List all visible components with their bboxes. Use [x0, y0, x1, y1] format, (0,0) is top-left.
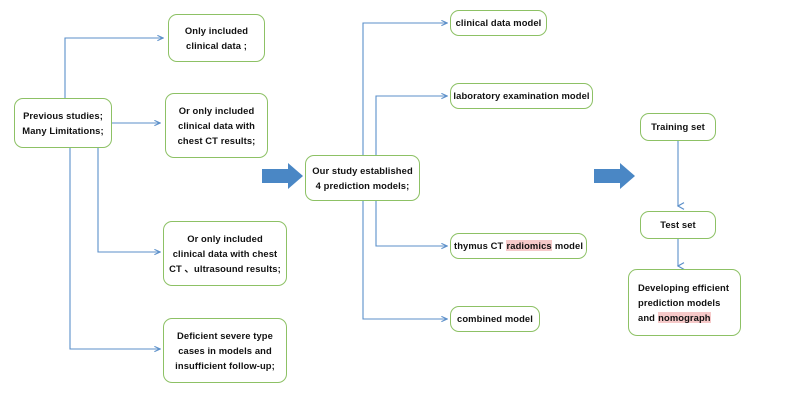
- node-line: Or only included: [178, 104, 255, 116]
- node-line: prediction models: [638, 296, 721, 308]
- node-limitation-4: Deficient severe type cases in models an…: [163, 318, 287, 383]
- wire-prev-to-limitation-4: [69, 148, 160, 349]
- block-arrow-to-study: [262, 163, 303, 189]
- wire-study-to-model-3: [375, 198, 447, 246]
- node-model-thymus-ct-radiomics: thymus CT radiomics model: [450, 233, 587, 259]
- wire-prev-to-limitation-3: [97, 148, 160, 252]
- node-line: laboratory examination model: [453, 90, 590, 102]
- node-line: and nomograph: [638, 310, 712, 325]
- node-test-set: Test set: [640, 211, 716, 239]
- node-line: chest CT results;: [177, 135, 256, 147]
- node-line: clinical data with chest: [172, 247, 278, 259]
- model-3-suffix: model: [552, 240, 584, 252]
- node-line: Many Limitations;: [22, 125, 104, 136]
- node-line: combined model: [457, 313, 533, 325]
- node-our-study: Our study established 4 prediction model…: [305, 155, 420, 201]
- wire-prev-to-limitation-1: [64, 38, 163, 98]
- node-limitation-3: Or only included clinical data with ches…: [163, 221, 287, 286]
- node-line: insufficient follow-up;: [175, 360, 275, 372]
- node-line: Our study established: [312, 164, 413, 176]
- outcome-line3-highlight: nomograph: [657, 312, 712, 324]
- node-model-clinical-data: clinical data model: [450, 10, 547, 36]
- model-3-prefix: thymus CT: [453, 240, 507, 252]
- node-outcome: Developing efficient prediction models a…: [628, 269, 741, 336]
- node-limitation-2: Or only included clinical data with ches…: [165, 93, 268, 158]
- node-training-set: Training set: [640, 113, 716, 141]
- node-line: Previous studies;: [23, 109, 103, 121]
- node-line: cases in models and: [178, 344, 272, 356]
- node-line: Deficient severe type: [177, 329, 273, 341]
- node-line: Developing efficient: [638, 281, 730, 293]
- node-model-laboratory-examination: laboratory examination model: [450, 83, 593, 109]
- node-line: clinical data ;: [186, 40, 247, 51]
- node-line: clinical data model: [455, 17, 542, 29]
- node-model-combined: combined model: [450, 306, 540, 332]
- node-line: 4 prediction models;: [315, 180, 410, 191]
- node-line: Test set: [660, 219, 696, 231]
- model-3-highlight: radiomics: [506, 240, 553, 252]
- node-line: clinical data with: [178, 119, 255, 131]
- node-line: Or only included: [187, 232, 263, 244]
- node-line: Training set: [651, 121, 705, 133]
- wire-study-to-model-4: [362, 198, 447, 319]
- wire-study-to-model-2: [375, 96, 447, 160]
- node-limitation-1: Only included clinical data ;: [168, 14, 265, 62]
- block-arrow-to-training: [594, 163, 635, 189]
- node-line: CT 、ultrasound results;: [169, 263, 281, 275]
- node-line: Only included: [184, 24, 249, 36]
- outcome-line3-prefix: and: [638, 312, 658, 324]
- node-previous-studies: Previous studies; Many Limitations;: [14, 98, 112, 148]
- wire-study-to-model-1: [362, 23, 447, 160]
- node-line: thymus CT radiomics model: [454, 238, 583, 253]
